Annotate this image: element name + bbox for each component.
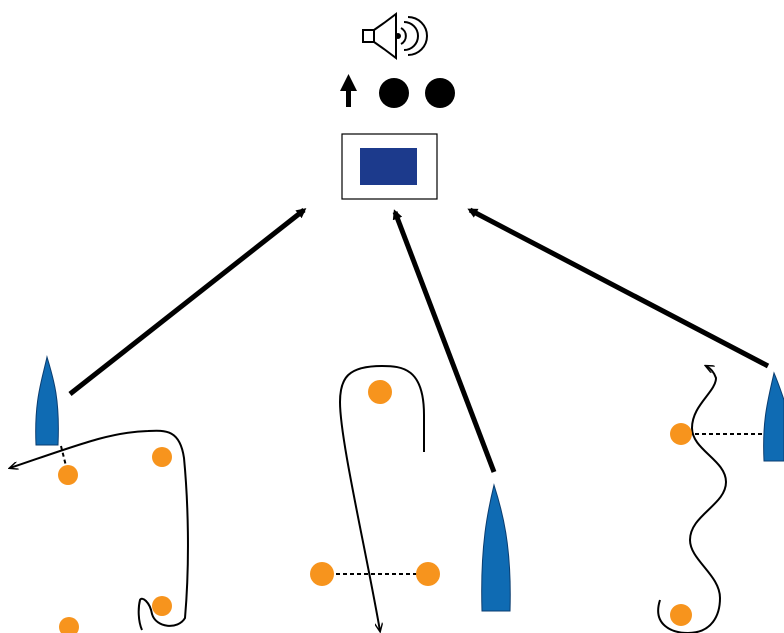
up-arrow-icon <box>340 74 357 107</box>
signal-board-screen <box>360 148 417 185</box>
right-scenario <box>657 366 784 633</box>
left-scenario <box>10 355 189 633</box>
black-dot-icon <box>425 78 455 108</box>
orange-mark <box>310 562 334 586</box>
middle-course-line <box>338 364 425 631</box>
left-signal-arrow <box>68 208 307 396</box>
orange-mark <box>416 562 440 586</box>
orange-mark <box>58 465 78 485</box>
signal-board <box>341 133 438 200</box>
blue-sailboat <box>35 355 59 446</box>
right-signal-arrow <box>467 207 770 369</box>
black-dot-icon <box>379 78 409 108</box>
orange-mark <box>368 380 392 404</box>
left-course-line <box>10 429 189 631</box>
orange-mark <box>59 617 79 633</box>
orange-mark <box>152 596 172 616</box>
speaker-sound-icon <box>362 12 428 60</box>
orange-mark <box>670 604 692 626</box>
blue-sailboat <box>481 483 511 612</box>
orange-mark <box>670 423 692 445</box>
middle-signal-arrow <box>392 209 497 473</box>
right-course-line <box>657 366 728 633</box>
orange-mark <box>152 447 172 467</box>
middle-scenario <box>310 364 511 631</box>
blue-sailboat <box>763 371 784 462</box>
